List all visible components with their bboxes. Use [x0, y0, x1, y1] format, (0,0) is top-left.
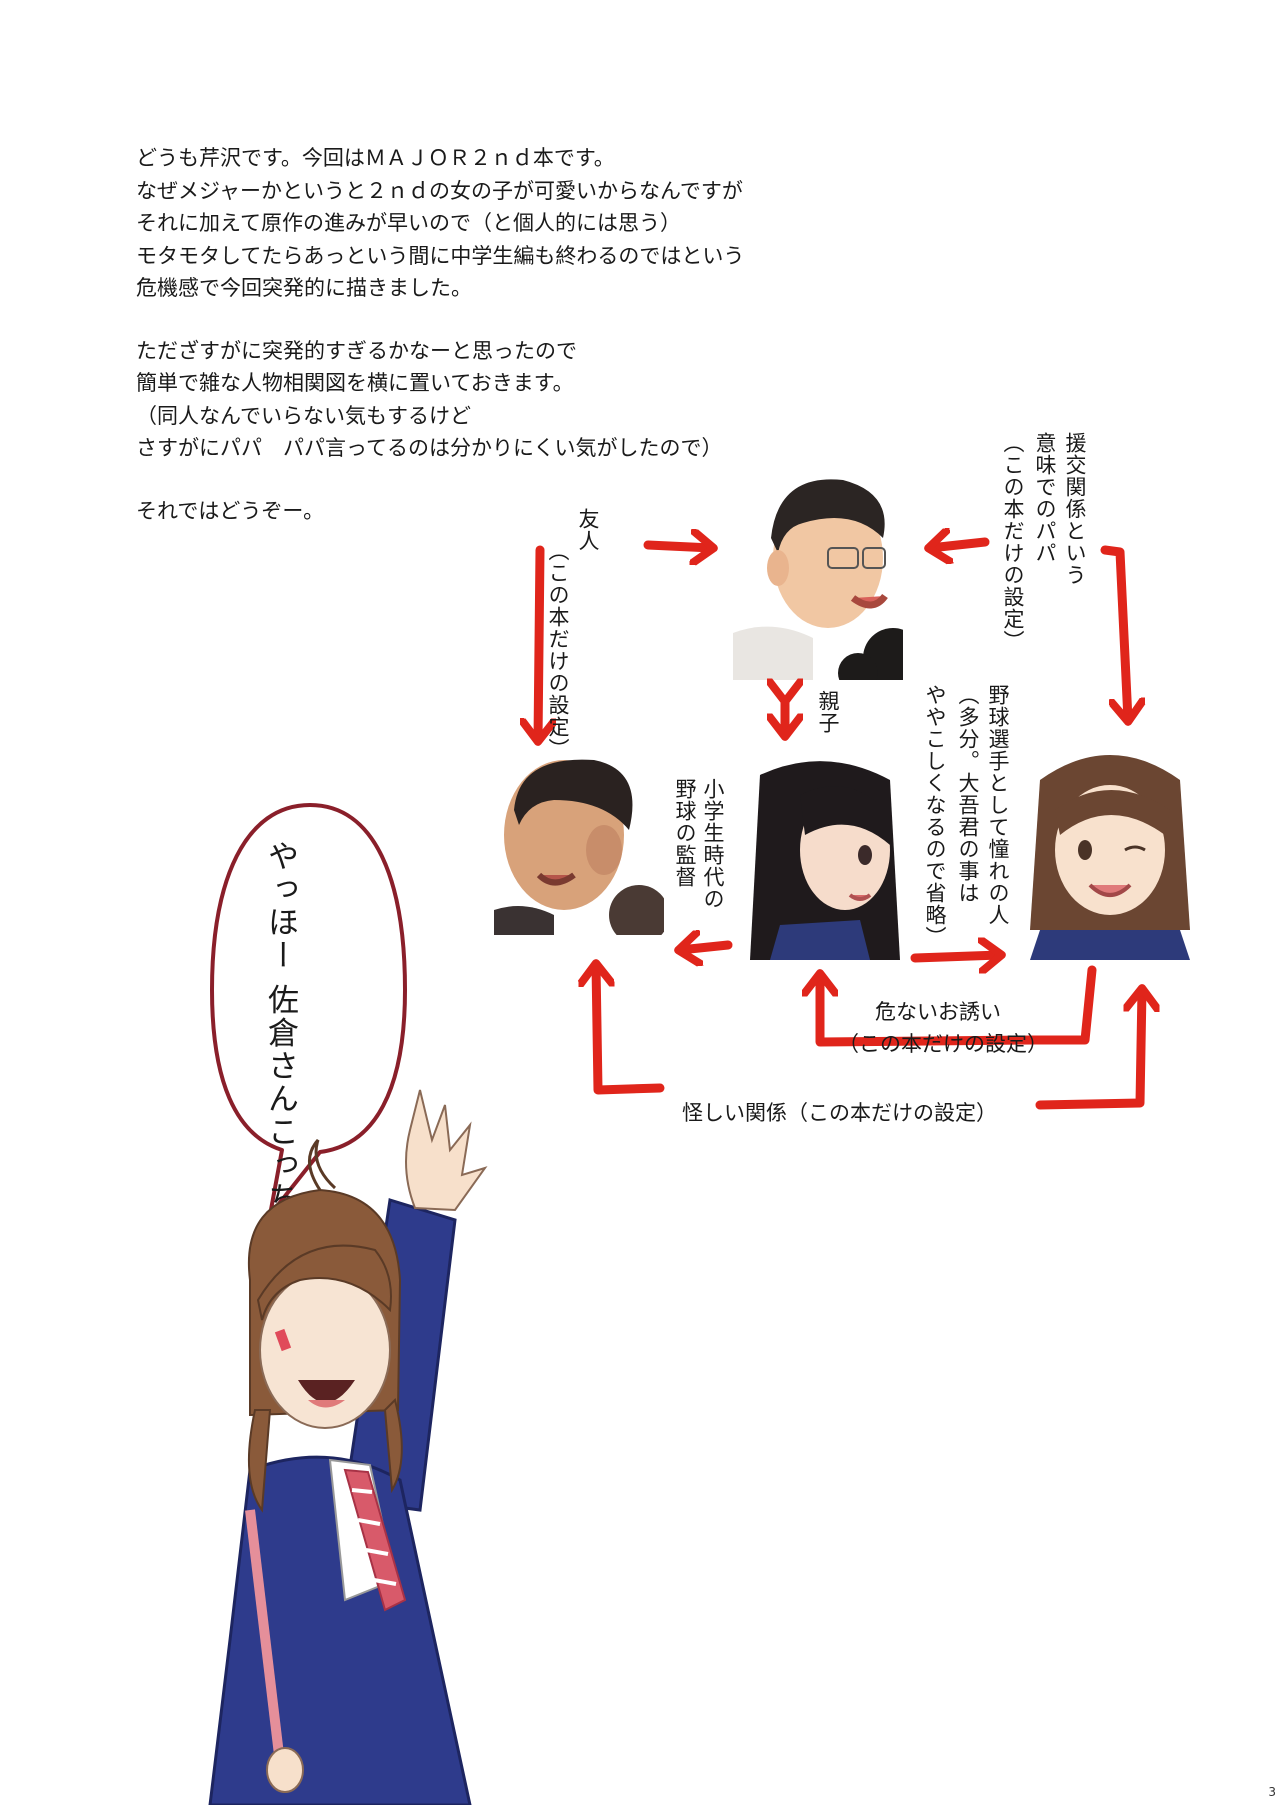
label-danger-line1: 危ないお誘い [875, 1000, 1001, 1024]
arrow-papa-to-brown-girl [1100, 545, 1128, 720]
label-admire-line2: （多分。大吾君の事は [956, 684, 980, 904]
intro-line: 簡単で雑な人物相関図を横に置いておきます。 [136, 371, 574, 395]
speech-bubble [210, 803, 407, 1217]
arrow-friend-to-dad [643, 545, 712, 548]
label-parent-child-text: 親子 [816, 690, 840, 734]
label-compensated-3: （この本だけの設定） [1000, 432, 1026, 652]
arrow-friend-to-coach [538, 545, 540, 740]
label-coach-line2: 野球の監督 [673, 778, 697, 888]
label-coach-1: 小学生時代の [700, 778, 726, 910]
portrait-dark-hair-girl [740, 755, 910, 960]
bubble-line1: やっほー [262, 840, 298, 972]
label-coach-line1: 小学生時代の [701, 778, 725, 910]
label-danger-2: （この本だけの設定） [838, 1028, 1048, 1058]
label-danger: 危ないお誘い [875, 996, 1001, 1026]
intro-line: 危機感で今回突発的に描きました。 [136, 276, 472, 300]
page-number: 3 [1268, 1785, 1276, 1799]
waving-girl-illustration [208, 1089, 488, 1805]
label-compensated-2: 意味でのパパ [1032, 432, 1058, 564]
label-parent-child: 親子 [815, 690, 841, 734]
portrait-glasses-man [733, 468, 903, 680]
intro-line: さすがにパパ パパ言ってるのは分かりにくい気がしたので） [136, 436, 723, 460]
label-friend-note-text: （この本だけの設定） [546, 540, 570, 760]
arrow-girl-to-coach [680, 945, 733, 950]
label-compensated: 援交関係という [1062, 432, 1088, 586]
portrait-bald-man [494, 750, 664, 935]
label-suspicious-text: 怪しい関係（この本だけの設定） [682, 1101, 997, 1125]
intro-line: どうも芹沢です。今回はＭＡＪＯＲ２ｎｄ本です。 [136, 146, 615, 170]
label-suspicious: 怪しい関係（この本だけの設定） [682, 1097, 997, 1127]
label-admire-2: （多分。大吾君の事は [955, 684, 981, 904]
label-compensated-line1: 援交関係という [1063, 432, 1087, 586]
intro-line: それに加えて原作の進みが早いので（と個人的には思う） [136, 211, 681, 235]
label-danger-line2: （この本だけの設定） [838, 1032, 1048, 1056]
intro-line: ただざすがに突発的すぎるかなーと思ったので [136, 338, 577, 363]
label-admire-3: ややこしくなるので省略） [922, 684, 948, 948]
arrow-suspicious-to-brown-girl [1035, 990, 1142, 1110]
arrow-danger-to-dark-girl [820, 975, 1040, 1047]
arrow-girl-to-brown-girl [910, 955, 1000, 958]
intro-text: どうも芹沢です。今回はＭＡＪＯＲ２ｎｄ本です。 なぜメジャーかというと２ｎｄの女… [136, 142, 744, 527]
intro-line: モタモタしてたらあっという間に中学生編も終わるのではという [136, 243, 745, 268]
label-compensated-line3: （この本だけの設定） [1001, 432, 1025, 652]
arrow-danger-line [1030, 965, 1097, 1045]
label-compensated-line2: 意味でのパパ [1033, 432, 1057, 564]
arrow-suspicious-to-coach [596, 965, 665, 1095]
intro-closing: それではどうぞー。 [136, 498, 325, 523]
label-admire-1: 野球選手として憧れの人 [985, 684, 1011, 926]
label-admire-line1: 野球選手として憧れの人 [986, 684, 1010, 926]
label-admire-line3: ややこしくなるので省略） [923, 684, 947, 948]
intro-line: なぜメジャーかというと２ｎｄの女の子が可愛いからなんですが [136, 178, 743, 203]
portrait-brown-hair-girl [1020, 740, 1200, 960]
label-friend-note: （この本だけの設定） [545, 540, 571, 760]
label-coach-2: 野球の監督 [672, 778, 698, 888]
intro-line: （同人なんでいらない気もするけど [136, 403, 471, 428]
arrow-papa-to-dad [930, 542, 990, 548]
